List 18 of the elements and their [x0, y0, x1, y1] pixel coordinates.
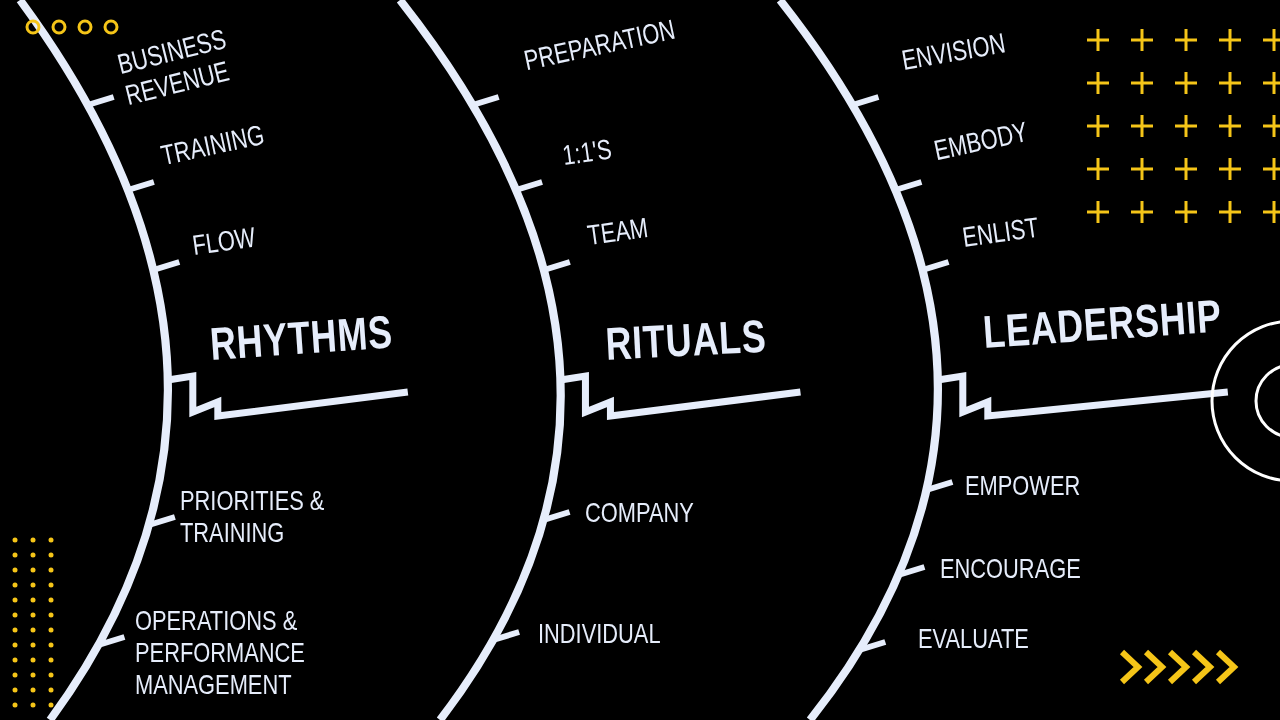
- branch-label: TRAINING: [158, 119, 268, 173]
- branch-label: COMPANY: [585, 497, 694, 530]
- category-heading: LEADERSHIP: [981, 289, 1224, 359]
- branch-label: ENVISION: [899, 27, 1008, 78]
- branch-label: PRIORITIES & TRAINING: [180, 485, 326, 550]
- branch-label: OPERATIONS & PERFORMANCE MANAGEMENT: [135, 605, 306, 702]
- category-heading: RHYTHMS: [208, 305, 395, 371]
- branch-label: EVALUATE: [918, 623, 1029, 656]
- branch-label: EMBODY: [931, 116, 1031, 168]
- branch-label: 1:1'S: [560, 133, 614, 173]
- branch-label: BUSINESS REVENUE: [114, 22, 234, 113]
- branch-label: ENCOURAGE: [940, 553, 1081, 586]
- branch-label: INDIVIDUAL: [538, 618, 661, 651]
- branch-label: ENLIST: [960, 211, 1041, 255]
- branch-label: EMPOWER: [965, 470, 1081, 503]
- branch-label: TEAM: [585, 211, 651, 253]
- branch-label: FLOW: [190, 221, 258, 263]
- category-heading: RITUALS: [604, 309, 768, 371]
